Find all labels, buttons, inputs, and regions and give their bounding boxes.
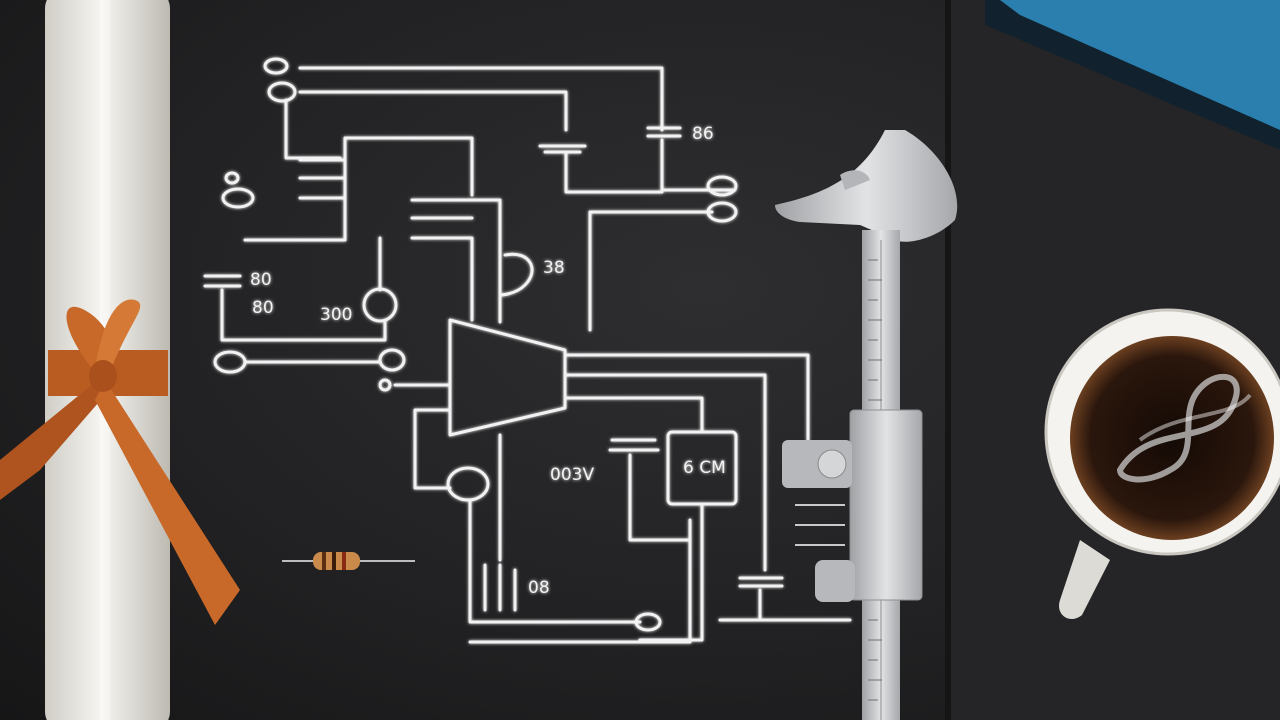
circuit-schematic — [203, 57, 852, 644]
label-4: 38 — [543, 258, 565, 278]
label-6: 6 CM — [683, 458, 726, 478]
blue-book — [985, 0, 1280, 150]
label-5: 003V — [550, 465, 594, 485]
resistor — [282, 552, 415, 570]
label-0: 86 — [692, 124, 714, 144]
label-2: 80 — [252, 298, 274, 318]
coffee-cup — [1044, 308, 1280, 620]
label-1: 80 — [250, 270, 272, 290]
ribbon-bow — [0, 299, 240, 625]
vernier-caliper — [775, 130, 958, 720]
schematic-labels: 86 80 80 300 38 003V 6 CM 08 — [250, 124, 726, 598]
label-7: 08 — [528, 578, 550, 598]
label-3: 300 — [320, 305, 352, 325]
